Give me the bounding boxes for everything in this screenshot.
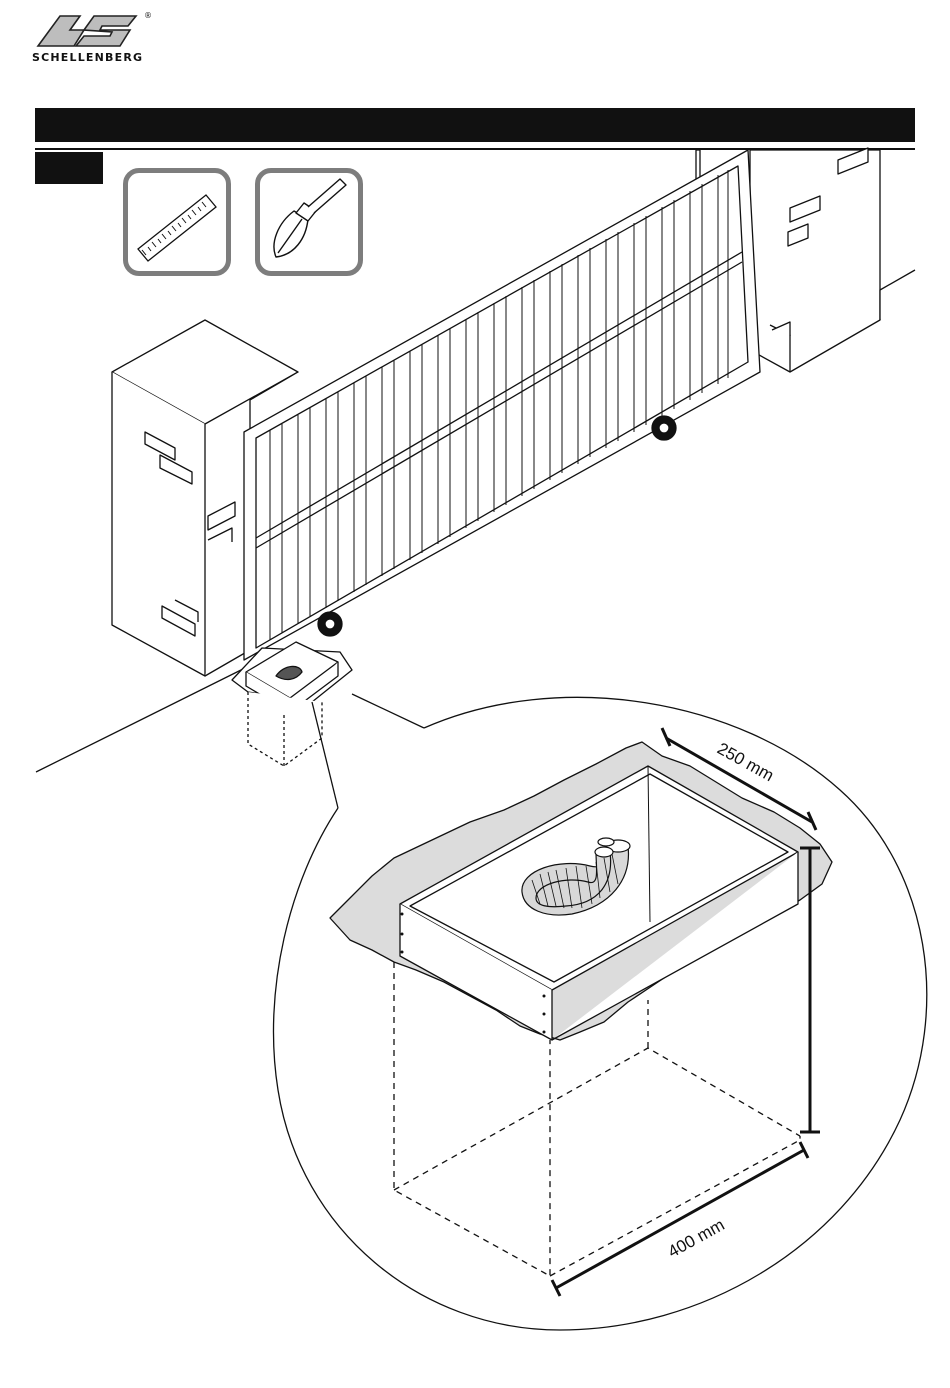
ruler-icon bbox=[128, 173, 226, 271]
tool-ruler bbox=[123, 168, 231, 276]
dimension-length-line bbox=[552, 1142, 808, 1296]
shovel-icon bbox=[260, 173, 358, 271]
callout-line-right bbox=[352, 694, 424, 728]
ground-line bbox=[36, 668, 245, 772]
tool-shovel bbox=[255, 168, 363, 276]
dimension-width-label: 250 mm bbox=[714, 739, 777, 785]
gate-wheel-left bbox=[318, 612, 342, 636]
gate-wheel-right bbox=[652, 416, 676, 440]
callout-line-left bbox=[312, 702, 338, 808]
foundation-pit-small bbox=[232, 642, 352, 766]
